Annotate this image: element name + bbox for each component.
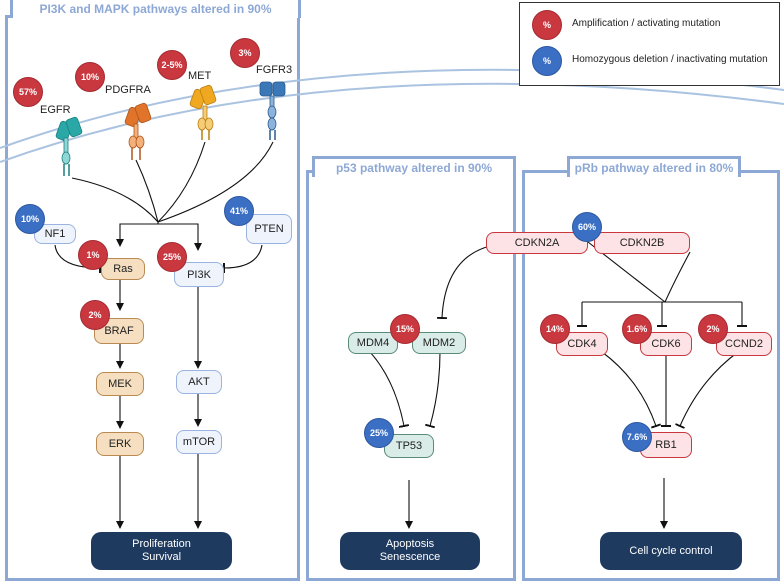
apoptosis-label: Apoptosis bbox=[385, 538, 435, 550]
cdk4-percent-badge: 14% bbox=[540, 314, 570, 344]
fgfr3-receptor bbox=[259, 81, 286, 140]
legend-amplification-label: Amplification / activating mutation bbox=[572, 18, 721, 29]
egfr-label: EGFR bbox=[40, 104, 71, 116]
legend: % Amplification / activating mutation % … bbox=[519, 2, 780, 86]
pten-percent-badge: 41% bbox=[224, 196, 254, 226]
met-label: MET bbox=[188, 70, 212, 82]
pten-node: PTEN bbox=[246, 214, 292, 244]
senescence-label: Senescence bbox=[379, 551, 441, 563]
prb-panel-title: pRb pathway altered in 80% bbox=[567, 156, 741, 177]
mtor-node: mTOR bbox=[176, 430, 222, 454]
legend-deletion-label: Homozygous deletion / inactivating mutat… bbox=[572, 54, 768, 65]
legend-deletion-badge: % bbox=[532, 46, 562, 76]
cdkn2a-node: CDKN2A bbox=[486, 232, 588, 254]
cell-cycle-control-box: Cell cycle control bbox=[600, 532, 742, 570]
pdgfra-receptor bbox=[124, 102, 152, 160]
egfr-receptor bbox=[55, 116, 83, 176]
erk-node: ERK bbox=[96, 432, 144, 456]
egfr-percent-badge: 57% bbox=[13, 77, 43, 107]
akt-node: AKT bbox=[176, 370, 222, 394]
pdgfra-percent-badge: 10% bbox=[75, 62, 105, 92]
pi3k-percent-badge: 25% bbox=[157, 242, 187, 272]
rb1-percent-badge: 7.6% bbox=[622, 422, 652, 452]
braf-percent-badge: 2% bbox=[80, 300, 110, 330]
proliferation-survival-box: Proliferation Survival bbox=[91, 532, 232, 570]
met-receptor bbox=[189, 84, 217, 140]
legend-amplification-badge: % bbox=[532, 10, 562, 40]
tp53-percent-badge: 25% bbox=[364, 418, 394, 448]
nf1-percent-badge: 10% bbox=[15, 204, 45, 234]
survival-label: Survival bbox=[141, 551, 182, 563]
fgfr3-percent-badge: 3% bbox=[230, 38, 260, 68]
pdgfra-label: PDGFRA bbox=[105, 84, 151, 96]
mdm4-node: MDM4 bbox=[348, 332, 398, 354]
met-percent-badge: 2-5% bbox=[157, 50, 187, 80]
cdkn2b-node: CDKN2B bbox=[594, 232, 690, 254]
proliferation-label: Proliferation bbox=[132, 538, 191, 550]
cdk4-node: CDK4 bbox=[556, 332, 608, 356]
apoptosis-senescence-box: Apoptosis Senescence bbox=[340, 532, 480, 570]
fgfr3-label: FGFR3 bbox=[256, 64, 293, 76]
p53-panel-title: p53 pathway altered in 90% bbox=[312, 156, 516, 177]
ccnd2-percent-badge: 2% bbox=[698, 314, 728, 344]
mdm2-percent-badge: 15% bbox=[390, 314, 420, 344]
cell-membrane-inner bbox=[0, 82, 784, 163]
pi3k-mapk-panel-title: PI3K and MAPK pathways altered in 90% bbox=[10, 0, 301, 18]
cdkn2b-percent-badge: 60% bbox=[572, 212, 602, 242]
nf1-node: NF1 bbox=[34, 224, 76, 244]
cdk6-percent-badge: 1.6% bbox=[622, 314, 652, 344]
ras-percent-badge: 1% bbox=[78, 240, 108, 270]
mdm2-node: MDM2 bbox=[412, 332, 466, 354]
cell-cycle-control-label: Cell cycle control bbox=[629, 544, 713, 557]
ras-node: Ras bbox=[101, 258, 145, 280]
mek-node: MEK bbox=[96, 372, 144, 396]
